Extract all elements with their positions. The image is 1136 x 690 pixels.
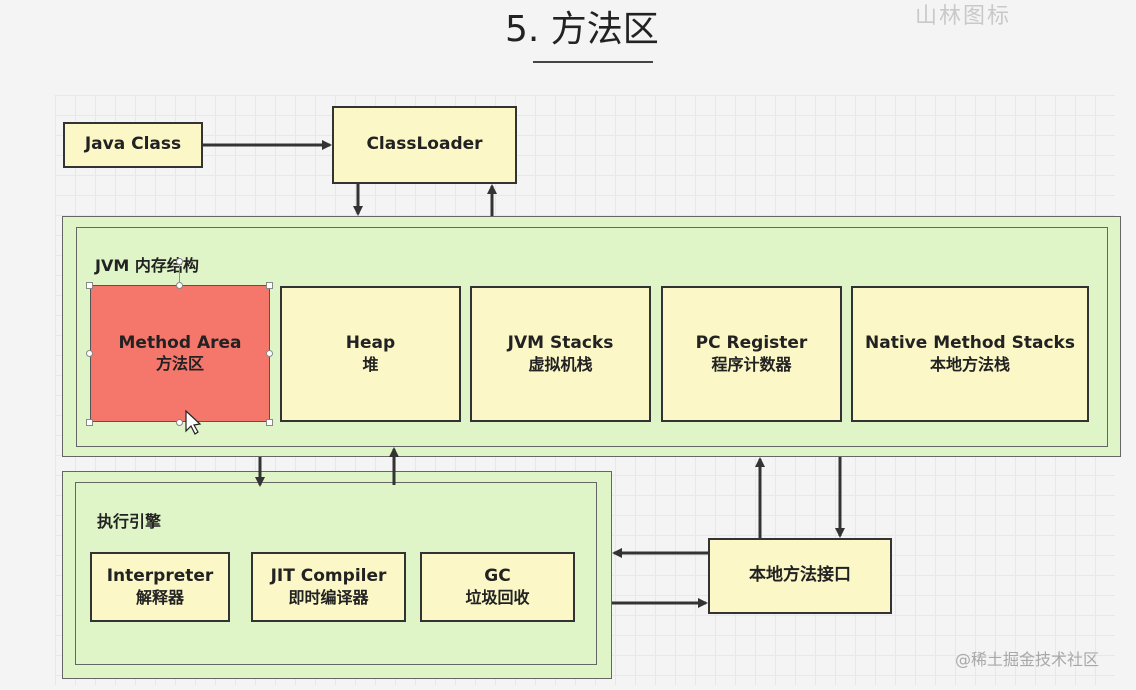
gc-box[interactable]: GC 垃圾回收 <box>420 552 575 622</box>
heap-box[interactable]: Heap 堆 <box>280 286 461 422</box>
resize-handle-left[interactable] <box>86 350 93 357</box>
java-class-box[interactable]: Java Class <box>63 122 203 168</box>
interpreter-en: Interpreter <box>106 566 214 587</box>
native-method-stacks-zh: 本地方法栈 <box>929 354 1010 374</box>
rotate-handle[interactable] <box>176 258 183 265</box>
native-method-stacks-en: Native Method Stacks <box>865 333 1075 354</box>
native-interface-box[interactable]: 本地方法接口 <box>708 538 892 614</box>
resize-handle-bottom-right[interactable] <box>266 419 273 426</box>
native-method-stacks-box[interactable]: Native Method Stacks 本地方法栈 <box>851 286 1089 422</box>
resize-handle-top[interactable] <box>176 282 183 289</box>
title-underline <box>533 61 653 63</box>
jit-compiler-box[interactable]: JIT Compiler 即时编译器 <box>251 552 406 622</box>
java-class-label: Java Class <box>84 134 182 155</box>
page-title: 5. 方法区 <box>505 9 659 50</box>
pc-register-box[interactable]: PC Register 程序计数器 <box>661 286 842 422</box>
method-area-box[interactable]: Method Area 方法区 <box>90 285 270 422</box>
interpreter-zh: 解释器 <box>135 587 184 607</box>
interpreter-box[interactable]: Interpreter 解释器 <box>90 552 230 622</box>
jit-compiler-zh: 即时编译器 <box>288 587 369 607</box>
native-interface-label: 本地方法接口 <box>749 565 851 586</box>
rotate-handle-stem <box>179 265 180 283</box>
site-watermark: @稀土掘金技术社区 <box>955 650 1100 669</box>
method-area-en: Method Area <box>118 332 242 353</box>
gc-en: GC <box>484 566 511 587</box>
classloader-label: ClassLoader <box>366 134 483 155</box>
classloader-box[interactable]: ClassLoader <box>332 106 517 184</box>
jvm-stacks-box[interactable]: JVM Stacks 虚拟机栈 <box>470 286 651 422</box>
resize-handle-top-left[interactable] <box>86 282 93 289</box>
gc-zh: 垃圾回收 <box>465 587 530 607</box>
pc-register-en: PC Register <box>695 333 808 354</box>
resize-handle-top-right[interactable] <box>266 282 273 289</box>
pc-register-zh: 程序计数器 <box>711 354 792 374</box>
jvm-stacks-en: JVM Stacks <box>507 333 614 354</box>
jit-compiler-en: JIT Compiler <box>270 566 387 587</box>
method-area-zh: 方法区 <box>155 354 204 374</box>
engine-label: 执行引擎 <box>97 512 162 531</box>
resize-handle-bottom-left[interactable] <box>86 419 93 426</box>
top-watermark: 山林图标 <box>915 4 1012 29</box>
resize-handle-right[interactable] <box>266 350 273 357</box>
heap-zh: 堆 <box>362 354 379 374</box>
jvm-stacks-zh: 虚拟机栈 <box>528 354 593 374</box>
jvm-memory-label: JVM 内存结构 <box>95 256 199 275</box>
heap-en: Heap <box>345 333 396 354</box>
resize-handle-bottom[interactable] <box>176 419 183 426</box>
